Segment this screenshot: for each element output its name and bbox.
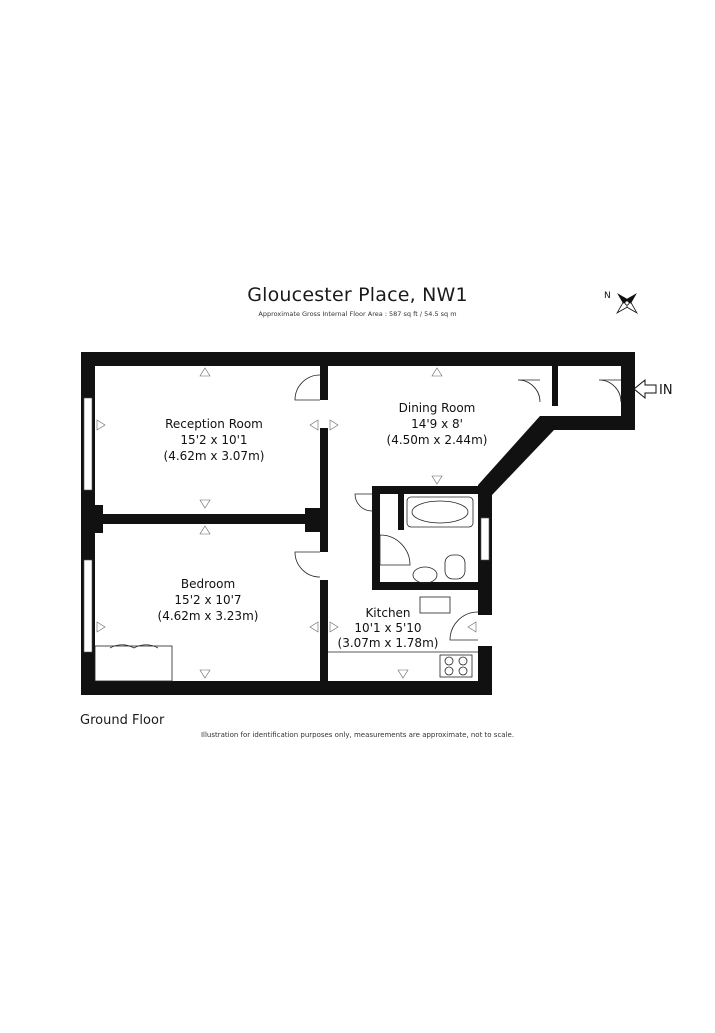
- reception-room-imperial: 15'2 x 10'1: [180, 433, 247, 447]
- bedroom-name: Bedroom: [181, 577, 235, 591]
- bedroom-imperial: 15'2 x 10'7: [174, 593, 241, 607]
- entrance-label: IN: [659, 383, 673, 398]
- entrance-arrow-icon: [633, 378, 657, 400]
- kitchen-fixtures: [419, 596, 473, 678]
- dining-room-name: Dining Room: [399, 401, 476, 415]
- plan-title: Gloucester Place, NW1: [247, 284, 468, 306]
- reception-room-name: Reception Room: [165, 417, 263, 431]
- doors: [109, 374, 622, 649]
- window-reception: [83, 397, 93, 491]
- window-bedroom: [83, 559, 93, 653]
- kitchen-name: Kitchen: [365, 606, 410, 620]
- disclaimer: Illustration for identification purposes…: [200, 731, 515, 739]
- floor-area-subtitle: Approximate Gross Internal Floor Area : …: [258, 310, 457, 318]
- dining-room-imperial: 14'9 x 8': [411, 417, 463, 431]
- dining-room-metric: (4.50m x 2.44m): [387, 433, 488, 447]
- dimension-markers: [96, 367, 477, 679]
- reception-room-metric: (4.62m x 3.07m): [164, 449, 265, 463]
- compass-icon: [616, 293, 638, 314]
- compass-north-label: N: [604, 291, 611, 301]
- bedroom-metric: (4.62m x 3.23m): [158, 609, 259, 623]
- kitchen-imperial: 10'1 x 5'10: [354, 621, 421, 635]
- kitchen-metric: (3.07m x 1.78m): [338, 636, 439, 650]
- bathroom-fixtures: [406, 496, 474, 584]
- floor-label: Ground Floor: [80, 713, 165, 728]
